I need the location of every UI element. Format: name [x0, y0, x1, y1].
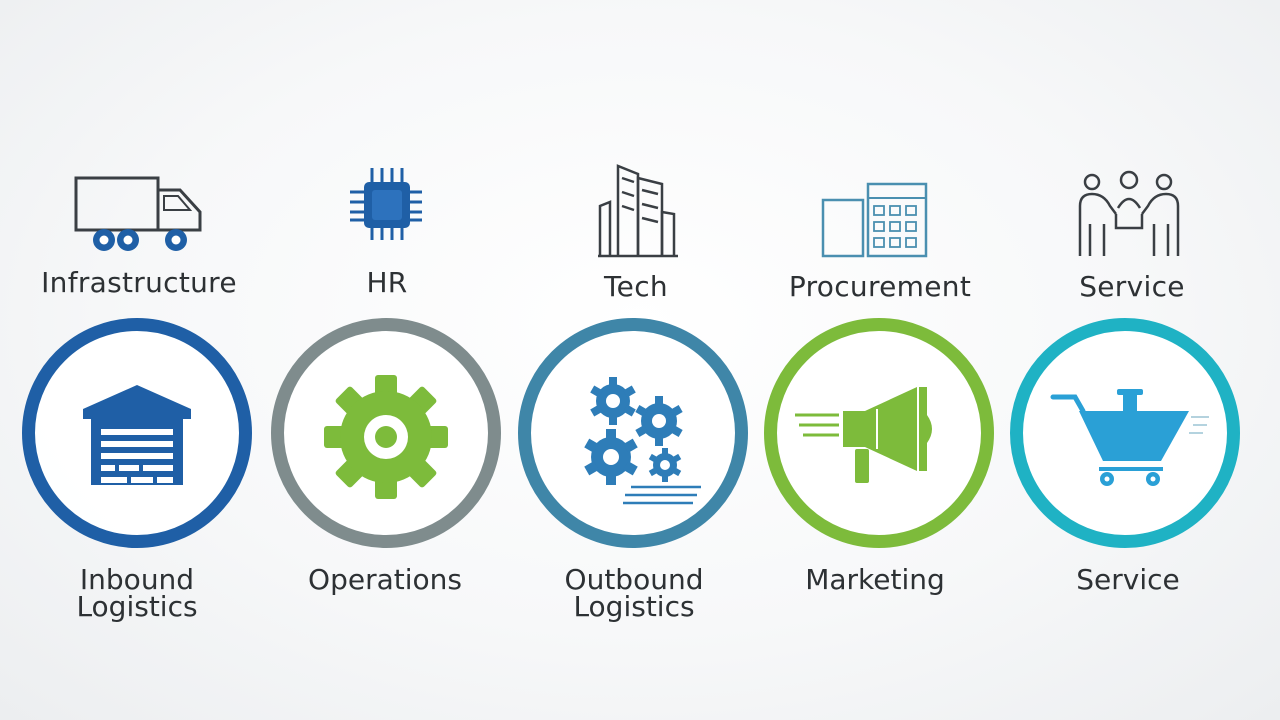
people-icon [1078, 170, 1180, 256]
primary-label-inbound-logistics: Inbound Logistics [76, 563, 198, 623]
primary-label-line: Marketing [805, 563, 945, 596]
support-label-hr: HR [366, 266, 408, 299]
primary-label-outbound-logistics: Outbound Logistics [564, 563, 704, 623]
gear-icon [324, 375, 448, 499]
support-label-service: Service [1079, 270, 1185, 303]
support-label-infrastructure: Infrastructure [41, 266, 237, 299]
shopping-cart-icon [1050, 389, 1209, 486]
chip-icon [350, 168, 422, 240]
primary-label-operations: Operations [308, 563, 462, 596]
ring-outbound-logistics [518, 318, 748, 548]
primary-label-line: Outbound [564, 563, 704, 596]
megaphone-icon [795, 387, 932, 483]
warehouse-icon [83, 385, 191, 485]
primary-label-line: Logistics [573, 590, 695, 623]
support-label-tech: Tech [604, 270, 668, 303]
primary-label-marketing: Marketing [805, 563, 945, 596]
calculator-icon [821, 182, 928, 258]
primary-label-line: Logistics [76, 590, 198, 623]
gears-icon [584, 377, 701, 505]
ring-marketing [764, 318, 994, 548]
primary-label-line: Inbound [79, 563, 195, 596]
ring-inbound-logistics [22, 318, 252, 548]
primary-label-service: Service [1076, 563, 1180, 596]
support-label-procurement: Procurement [788, 270, 972, 303]
primary-label-line: Operations [308, 563, 462, 596]
ring-operations [271, 318, 501, 548]
buildings-icon [598, 164, 678, 258]
ring-service [1010, 318, 1240, 548]
truck-icon [74, 176, 202, 251]
primary-label-line: Service [1076, 563, 1180, 596]
